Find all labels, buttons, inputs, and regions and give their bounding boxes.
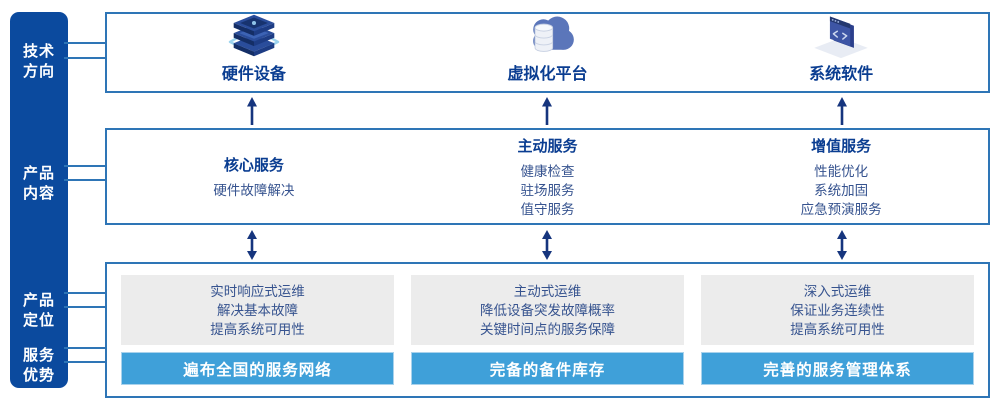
positioning-text-panel: 深入式运维 保证业务连续性 提高系统可用性 bbox=[701, 275, 974, 345]
sidebar-label-line: 服务 bbox=[22, 347, 55, 364]
product-content-box: 核心服务 硬件故障解决 主动服务 健康检查 驻场服务 值守服务 增值服务 性能优… bbox=[105, 128, 990, 225]
service-col-value-added: 增值服务 性能优化 系统加固 应急预演服务 bbox=[694, 130, 988, 223]
sidebar-label-line: 产品 bbox=[22, 292, 55, 309]
connector-line bbox=[64, 179, 107, 181]
service-item: 驻场服务 bbox=[520, 182, 575, 198]
positioning-line: 提高系统可用性 bbox=[210, 321, 305, 337]
connector-line bbox=[64, 306, 107, 308]
connector-line bbox=[64, 42, 107, 44]
advantage-bar: 完备的备件库存 bbox=[411, 352, 684, 385]
tech-item-label: 虚拟化平台 bbox=[507, 66, 588, 83]
cloud-database-icon bbox=[518, 11, 578, 59]
double-arrow-icon bbox=[542, 230, 552, 260]
service-item: 硬件故障解决 bbox=[213, 182, 295, 198]
positioning-text-panel: 主动式运维 降低设备突发故障概率 关键时间点的服务保障 bbox=[411, 275, 684, 345]
tech-item-hardware: 硬件设备 bbox=[107, 14, 401, 91]
sidebar-label-line: 内容 bbox=[22, 185, 55, 202]
positioning-text-panel: 实时响应式运维 解决基本故障 提高系统可用性 bbox=[121, 275, 394, 345]
tech-item-label: 系统软件 bbox=[809, 66, 874, 83]
advantage-bar: 完善的服务管理体系 bbox=[701, 352, 974, 385]
double-arrow-icon bbox=[837, 230, 847, 260]
sidebar-label-product-content: 产品 内容 bbox=[10, 164, 68, 204]
connector-line bbox=[64, 347, 107, 349]
service-title: 核心服务 bbox=[223, 156, 284, 174]
sidebar-label-line: 方向 bbox=[22, 63, 55, 80]
sidebar-label-tech-direction: 技术 方向 bbox=[10, 42, 68, 82]
tech-item-label: 硬件设备 bbox=[221, 66, 286, 83]
positioning-line: 实时响应式运维 bbox=[210, 283, 305, 299]
connector-line bbox=[64, 57, 107, 59]
service-col-core: 核心服务 硬件故障解决 bbox=[107, 130, 401, 223]
positioning-line: 主动式运维 bbox=[513, 283, 582, 299]
positioning-col-indepth: 深入式运维 保证业务连续性 提高系统可用性 完善的服务管理体系 bbox=[701, 275, 974, 385]
tech-direction-box: 硬件设备 虚拟化平台 bbox=[105, 12, 990, 93]
positioning-col-realtime: 实时响应式运维 解决基本故障 提高系统可用性 遍布全国的服务网络 bbox=[121, 275, 394, 385]
service-item: 系统加固 bbox=[814, 182, 869, 198]
service-item: 值守服务 bbox=[520, 201, 575, 217]
service-item: 应急预演服务 bbox=[800, 201, 882, 217]
service-col-proactive: 主动服务 健康检查 驻场服务 值守服务 bbox=[401, 130, 695, 223]
double-arrow-icon bbox=[247, 230, 257, 260]
code-window-icon bbox=[811, 11, 871, 59]
sidebar-label-service-advantage: 服务 优势 bbox=[10, 346, 68, 386]
advantage-bar: 遍布全国的服务网络 bbox=[121, 352, 394, 385]
server-stack-icon bbox=[224, 11, 284, 59]
positioning-box: 实时响应式运维 解决基本故障 提高系统可用性 遍布全国的服务网络 主动式运维 降… bbox=[105, 262, 990, 398]
positioning-line: 降低设备突发故障概率 bbox=[480, 302, 615, 318]
service-item: 性能优化 bbox=[814, 163, 869, 179]
service-title: 主动服务 bbox=[517, 137, 578, 155]
positioning-line: 解决基本故障 bbox=[217, 302, 298, 318]
sidebar-label-product-positioning: 产品 定位 bbox=[10, 291, 68, 331]
up-arrow-icon bbox=[837, 97, 847, 125]
positioning-col-proactive: 主动式运维 降低设备突发故障概率 关键时间点的服务保障 完备的备件库存 bbox=[411, 275, 684, 385]
service-item: 健康检查 bbox=[520, 163, 575, 179]
tech-item-system-software: 系统软件 bbox=[694, 14, 988, 91]
connector-line bbox=[64, 165, 107, 167]
positioning-line: 保证业务连续性 bbox=[790, 302, 885, 318]
positioning-line: 提高系统可用性 bbox=[790, 321, 885, 337]
tech-item-virtualization: 虚拟化平台 bbox=[401, 14, 695, 91]
up-arrow-icon bbox=[247, 97, 257, 125]
sidebar-label-line: 定位 bbox=[22, 312, 55, 329]
positioning-line: 深入式运维 bbox=[803, 283, 872, 299]
sidebar-label-line: 技术 bbox=[22, 43, 55, 60]
sidebar-label-line: 优势 bbox=[22, 367, 55, 384]
connector-line bbox=[64, 292, 107, 294]
service-title: 增值服务 bbox=[811, 137, 872, 155]
up-arrow-icon bbox=[542, 97, 552, 125]
sidebar-label-line: 产品 bbox=[22, 165, 55, 182]
connector-line bbox=[64, 361, 107, 363]
sidebar: 技术 方向 产品 内容 产品 定位 服务 优势 bbox=[10, 12, 68, 388]
positioning-line: 关键时间点的服务保障 bbox=[480, 321, 615, 337]
